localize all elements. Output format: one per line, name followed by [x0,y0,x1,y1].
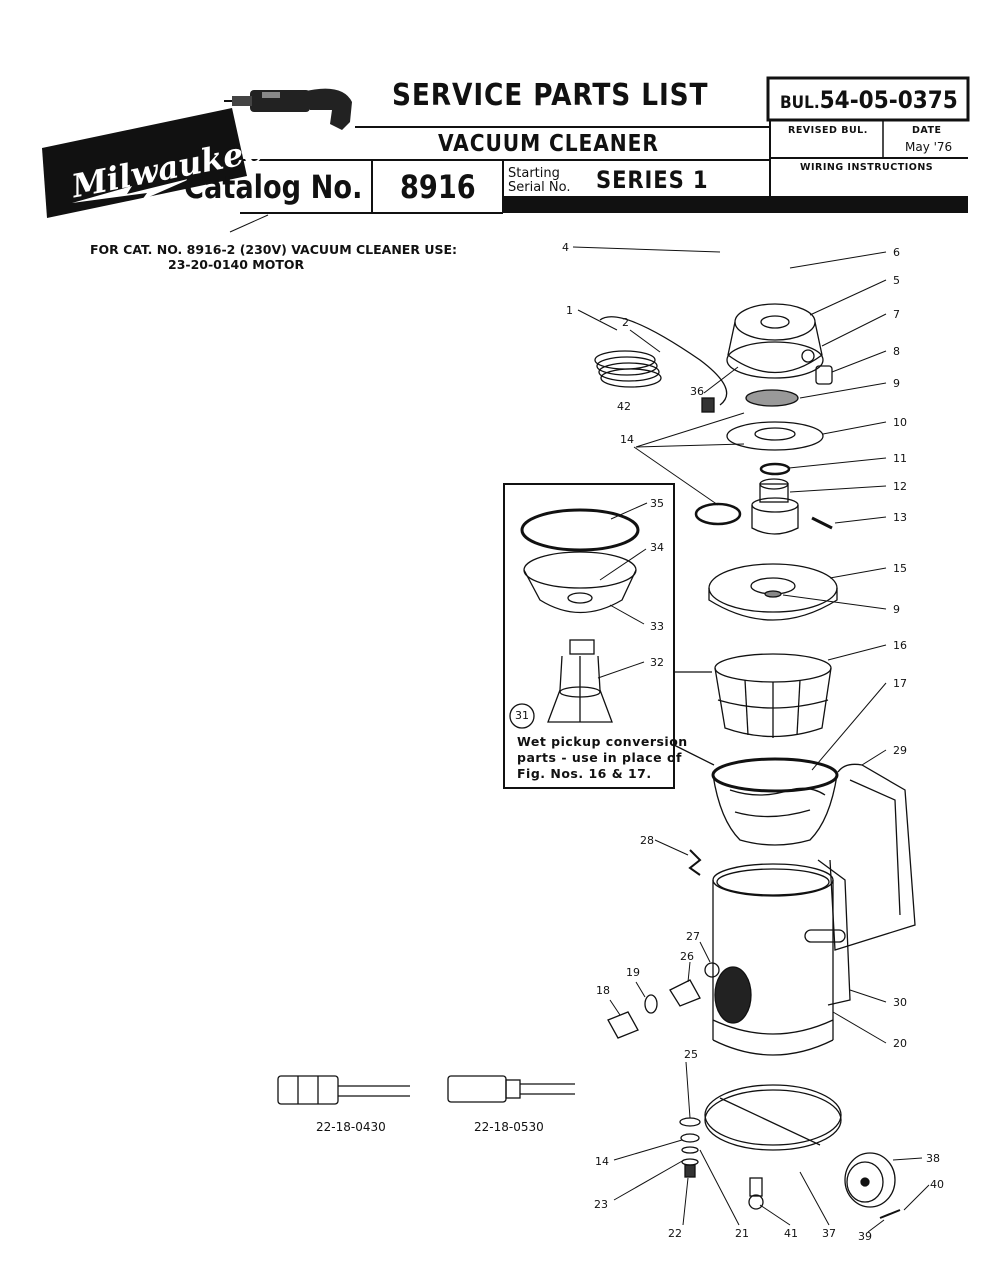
note-230v: FOR CAT. NO. 8916-2 (230V) VACUUM CLEANE… [90,242,458,257]
starting-label: Starting [508,166,560,181]
cord-coil [594,350,662,388]
callout-16: 16 [893,639,907,652]
callout-4: 4 [562,241,569,254]
cord-plug [701,397,715,413]
motor-brush [811,516,833,530]
filter-screen [745,389,799,407]
bulletin-prefix: BUL. [780,93,820,113]
leader [673,744,715,766]
callout-36: 36 [690,385,704,398]
callout-9a: 9 [893,377,900,390]
callout-1: 1 [566,304,573,317]
caster-parts [679,1117,701,1178]
wiring-instructions-label: WIRING INSTRUCTIONS [800,162,934,173]
callout-40: 40 [930,1178,944,1191]
serial-no-label: Serial No. [508,180,571,195]
plug-22-18-0530 [447,1075,575,1103]
bulletin-number: BUL.54-05-0375 [780,86,958,114]
leader-lines [572,246,930,1233]
wheel [844,1152,896,1208]
callout-5: 5 [893,274,900,287]
callout-39: 39 [858,1230,872,1243]
callout-23: 23 [594,1198,608,1211]
switch [815,365,833,385]
callout-11: 11 [893,452,907,465]
callout-42: 42 [617,400,631,413]
callout-15: 15 [893,562,907,575]
callout-13: 13 [893,511,907,524]
handle-bag [817,763,916,1006]
caster [748,1177,764,1210]
callout-18: 18 [596,984,610,997]
wet-note-line-2: parts - use in place of [517,750,682,765]
motor [751,478,799,535]
callout-30: 30 [893,996,907,1009]
callout-27: 27 [686,930,700,943]
motor-cover [726,303,824,379]
wet-pickup-parts [520,508,640,723]
callout-29: 29 [893,744,907,757]
callout-20: 20 [893,1037,907,1050]
callout-34: 34 [650,541,664,554]
callout-22: 22 [668,1227,682,1240]
wet-note-line-3: Fig. Nos. 16 & 17. [517,766,652,781]
axle-pin [879,1209,901,1219]
callout-35: 35 [650,497,664,510]
callout-21: 21 [735,1227,749,1240]
plug-label-left: 22-18-0430 [316,1120,386,1134]
tank [704,863,846,1056]
dolly-ring [704,1084,842,1151]
fig-31-circle [509,703,535,729]
milwaukee-logo: Milwaukee [42,108,262,218]
wet-note-line-1: Wet pickup conversion [517,734,688,749]
callout-9b: 9 [893,603,900,616]
callout-17: 17 [893,677,907,690]
callout-41: 41 [784,1227,798,1240]
callout-7: 7 [893,308,900,321]
bulletin-value: 54-05-0375 [819,86,958,114]
page-title: SERVICE PARTS LIST [392,78,709,113]
hose-fittings [607,979,701,1039]
cage [714,653,832,738]
wet-pickup-note: Wet pickup conversion parts - use in pla… [517,734,688,782]
gasket [759,462,791,476]
callout-31: 31 [515,709,529,722]
plug-22-18-0430 [277,1075,410,1105]
serial-value: SERIES 1 [596,166,709,194]
callout-37: 37 [822,1227,836,1240]
callout-33: 33 [650,620,664,633]
lid [708,563,838,621]
cord [599,316,728,406]
callout-19: 19 [626,966,640,979]
motor-plate [726,421,824,451]
date-value: May '76 [905,140,953,154]
catalog-number: 8916 [400,168,476,206]
callout-10: 10 [893,416,907,429]
callout-38: 38 [926,1152,940,1165]
callout-25: 25 [684,1048,698,1061]
note-motor: 23-20-0140 MOTOR [168,257,305,272]
date-label: DATE [912,125,942,136]
callout-12: 12 [893,480,907,493]
filter-bag [711,757,839,846]
wet-pickup-box [503,483,675,789]
callout-6: 6 [893,246,900,259]
callout-2: 2 [622,316,629,329]
product-subtitle: VACUUM CLEANER [438,131,659,157]
starting-serial-label: Starting Serial No. [508,167,571,195]
plug-label-right: 22-18-0530 [474,1120,544,1134]
catalog-label: Catalog No. [184,168,363,206]
callout-32: 32 [650,656,664,669]
callout-14a: 14 [620,433,634,446]
gasket-ring [694,502,742,526]
callout-14b: 14 [595,1155,609,1168]
revised-bul-label: REVISED BUL. [788,125,868,136]
callout-8: 8 [893,345,900,358]
clip [688,849,702,876]
callout-26: 26 [680,950,694,963]
callout-28: 28 [640,834,654,847]
